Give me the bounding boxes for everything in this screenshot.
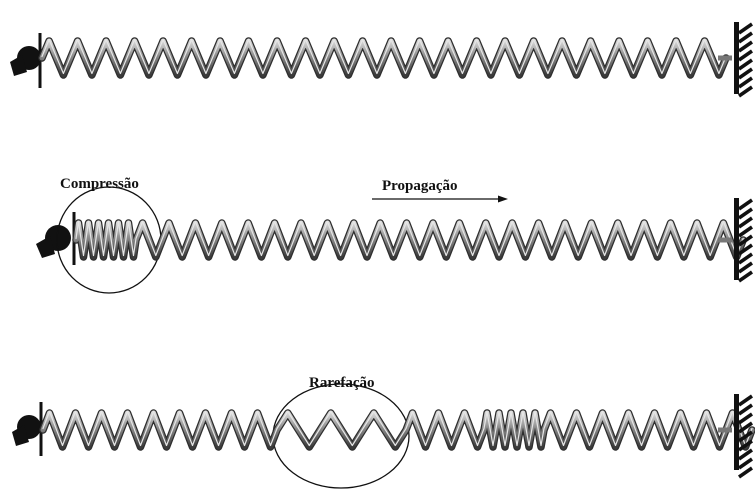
wall-hatch: [739, 69, 752, 78]
wall-hatch: [739, 414, 752, 423]
wall-hatch: [739, 272, 752, 281]
wall-hatch: [739, 405, 752, 414]
wall-hatch: [739, 33, 752, 42]
row-1: [10, 22, 752, 96]
propagation-label: Propagação: [382, 178, 458, 194]
row-2: Compressão Propagação: [36, 176, 752, 293]
propagation-arrow: [372, 196, 508, 203]
wall-hatch: [739, 24, 752, 33]
rarefaction-label: Rarefação: [309, 375, 375, 391]
wall-hatch: [739, 396, 752, 405]
wall-hatch: [739, 78, 752, 87]
wall-hatch: [739, 459, 752, 468]
wall-hatch: [739, 468, 752, 477]
wall-hatch: [739, 218, 752, 227]
wall-hatch: [739, 42, 752, 51]
wall-hatch: [739, 263, 752, 272]
hand-pusher: [12, 415, 41, 446]
wall-bar: [734, 394, 739, 470]
fixed-wall: [734, 22, 752, 96]
wall-hatch: [739, 200, 752, 209]
spring-coil: [42, 40, 726, 76]
wall-hatch: [739, 450, 752, 459]
wall-hatch: [739, 51, 752, 60]
row-3: Rarefação: [12, 375, 752, 488]
wall-hatch: [739, 209, 752, 218]
wall-hatch: [739, 227, 752, 236]
hand-pusher: [10, 46, 41, 76]
wall-hatch: [739, 60, 752, 69]
wall-bar: [734, 22, 739, 94]
hand-pusher: [36, 225, 71, 258]
spring-coil: [76, 222, 743, 258]
wall-hatch: [739, 87, 752, 96]
wall-bar: [734, 198, 739, 280]
spring-coil: [43, 412, 752, 448]
